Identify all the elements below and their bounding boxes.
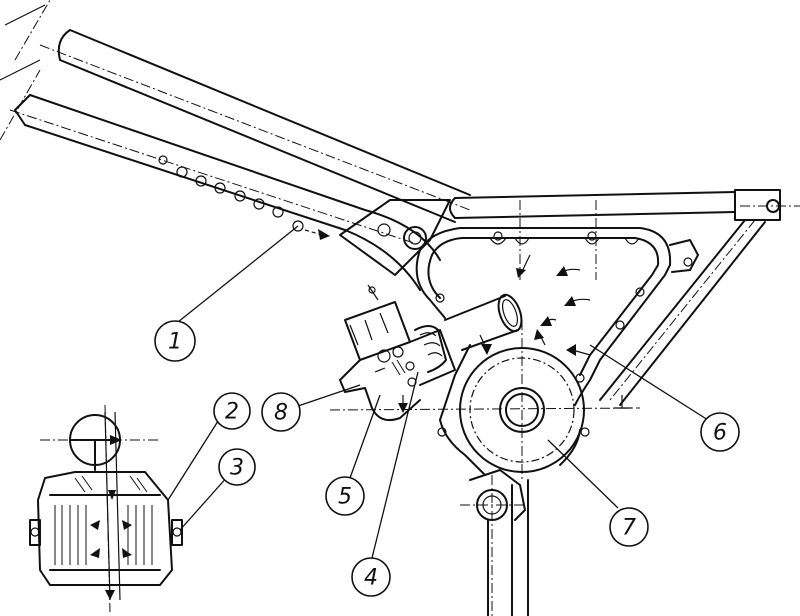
callout-label: 6 xyxy=(713,421,727,446)
leader-lines xyxy=(167,225,709,559)
callout-label: 1 xyxy=(168,330,182,355)
intake-pipe xyxy=(444,293,523,355)
callout-label: 8 xyxy=(274,401,288,426)
frame-tubes xyxy=(0,0,800,406)
crankcase xyxy=(329,320,641,616)
gusset-plate xyxy=(339,199,451,276)
callout-label: 4 xyxy=(364,566,378,591)
tube-holes xyxy=(158,155,330,240)
callout-label: 7 xyxy=(622,516,636,541)
callout-label: 3 xyxy=(230,456,244,481)
callout-3: 3 xyxy=(218,448,256,486)
callout-2: 2 xyxy=(213,392,251,430)
callout-1: 1 xyxy=(154,320,196,362)
callout-label: 5 xyxy=(338,485,352,510)
callout-6: 6 xyxy=(700,412,740,452)
callout-4: 4 xyxy=(351,557,391,597)
callout-label: 2 xyxy=(225,400,239,425)
air-filter-detail xyxy=(29,404,183,613)
callout-8: 8 xyxy=(261,392,301,432)
airbox-housing xyxy=(415,200,699,406)
callout-5: 5 xyxy=(325,476,365,516)
callout-7: 7 xyxy=(609,507,649,547)
carburetor xyxy=(339,284,456,421)
